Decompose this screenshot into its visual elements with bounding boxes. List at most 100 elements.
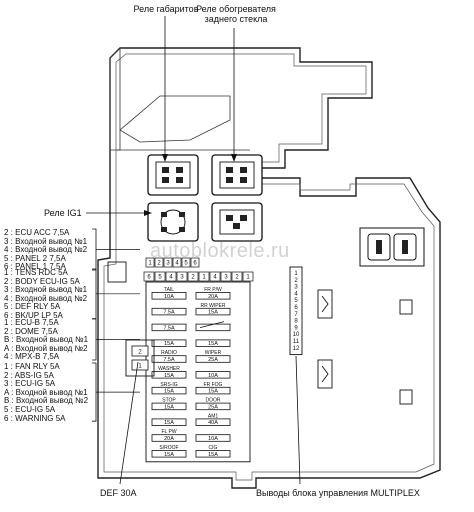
fuse-slot-number: 5 (158, 275, 162, 281)
callout-relay-rear-defog-line1: Реле обогревателя (196, 4, 276, 14)
fuse-rating: 15A (208, 310, 218, 316)
fuse-slot-number: 6 (147, 275, 151, 281)
callout-relay-ig1: Реле IG1 (44, 208, 82, 218)
fuse (151, 307, 187, 316)
pin-number: 2 (294, 278, 298, 284)
pin-number: 9 (294, 325, 298, 331)
group-3-line: A : Входной вывод №2 (4, 343, 88, 353)
group-4-line: 1 : FAN RLY 5A (4, 362, 60, 371)
fuse-name: CIG (209, 445, 218, 451)
group-4-line: B : Входной вывод №2 (4, 396, 89, 406)
relay-ig1 (147, 202, 199, 242)
fuse-rating: 10A (208, 436, 218, 442)
fuse-slot-number: 4 (175, 261, 179, 267)
fuse (195, 434, 231, 442)
fuse (151, 418, 187, 426)
pin-number: 6 (294, 305, 298, 311)
callout-relay-rear-defog-line2: заднего стекла (204, 14, 268, 24)
group-3-line: 2 : DOME 7,5A (4, 326, 58, 336)
fuse-rating: 15A (164, 373, 174, 379)
group-bracket (92, 268, 97, 319)
fuse (195, 355, 231, 363)
fuse-name: FL PW (161, 429, 176, 435)
relay-right (211, 202, 263, 242)
fuse-name: SRS-IG (160, 382, 177, 388)
fuse-name: STOP (162, 398, 176, 404)
group-3-line: B : Входной вывод №1 (4, 335, 89, 345)
fuse-slot (172, 257, 182, 268)
group-bracket (92, 228, 97, 271)
fuse-name: WASHER (158, 366, 180, 372)
fuse-slot-number: 3 (180, 275, 184, 281)
fuse-name: FR FOG (204, 382, 223, 388)
fuse-name: FR P/W (204, 287, 222, 293)
left-group-brackets (92, 228, 140, 422)
group-4-line: A : Входной вывод №1 (4, 387, 88, 397)
group-3-line: 1 : ECU-B 7,5A (4, 318, 59, 327)
fuse-slot-number: 5 (184, 261, 188, 267)
fuse-rating: 25A (208, 357, 218, 363)
group-bracket (92, 318, 97, 361)
pin-number: 10 (293, 332, 300, 338)
pin-number: 4 (294, 291, 298, 297)
fuse-slot-number: 4 (169, 275, 173, 281)
def-block-number: 1 (138, 364, 142, 370)
housing-inner-outline (103, 53, 435, 481)
fuse (151, 323, 187, 332)
fuse-rating: 25A (208, 404, 218, 410)
fuse-slot-number: 2 (191, 275, 195, 281)
fuse-rating: 20A (164, 436, 174, 442)
def-small-blocks: 21 (125, 339, 155, 377)
group-4-line: 6 : WARNING 5A (4, 413, 66, 423)
pin-number: 11 (293, 339, 300, 345)
fuse-rating: 15A (164, 341, 174, 347)
left-connector (107, 261, 127, 283)
pin-number: 3 (294, 285, 298, 291)
pin-number: 5 (294, 298, 298, 304)
fuse-slot-number: 2 (235, 275, 239, 281)
fuse-rating: 15A (164, 404, 174, 410)
fuse-rating: 15A (164, 452, 174, 458)
group-1-line: 3 : Входной вывод №1 (4, 236, 88, 246)
fuse (195, 418, 231, 426)
group-3-line: 4 : MPX-B 7,5A (4, 352, 60, 362)
fuse-slot-number: 2 (157, 261, 161, 267)
fuse-slot (220, 271, 232, 282)
upper-panel-shape (119, 95, 231, 143)
fuse-rating: 40A (208, 420, 218, 426)
leader-lines (86, 16, 301, 485)
fuse-rating: 7.5A (163, 310, 175, 316)
fuse-slot (181, 257, 191, 268)
pin-number: 8 (294, 319, 298, 325)
fuse-slot (209, 271, 221, 282)
leader-arrows (144, 154, 237, 216)
left-tab (109, 47, 121, 151)
group-1-line: 4 : Входной вывод №2 (4, 245, 88, 255)
callout-multiplex: Выводы блока управления MULTIPLEX (256, 488, 420, 498)
side-connectors (317, 289, 413, 405)
def-block (131, 345, 149, 357)
group-bracket (92, 362, 97, 422)
fuse-slot (145, 257, 155, 268)
pin-strip-frame (289, 266, 303, 356)
callout-relay-parking: Реле габаритов (133, 4, 199, 14)
fuse-slot-number: 1 (148, 261, 152, 267)
relay-rear-defog (211, 154, 263, 196)
fuse-slot-number: 3 (224, 275, 228, 281)
pin-number: 7 (294, 312, 298, 318)
fuse-slot-number: 3 (166, 261, 170, 267)
fuse-slot-number: 1 (246, 275, 250, 281)
pin-number: 1 (294, 271, 298, 277)
fuse-rating: 7.5A (163, 357, 175, 363)
fuse-name: S/ROOF (159, 445, 178, 451)
fuse (195, 292, 231, 300)
fuse-slot (176, 271, 188, 282)
fuse-slot (165, 271, 177, 282)
pin-number: 12 (293, 346, 300, 352)
fuse-slot (198, 271, 210, 282)
group-4-line: 5 : ECU-IG 5A (4, 405, 56, 414)
fuse (151, 434, 187, 442)
fuse-rating: 15A (208, 452, 218, 458)
fuse-rating: 15A (164, 389, 174, 395)
